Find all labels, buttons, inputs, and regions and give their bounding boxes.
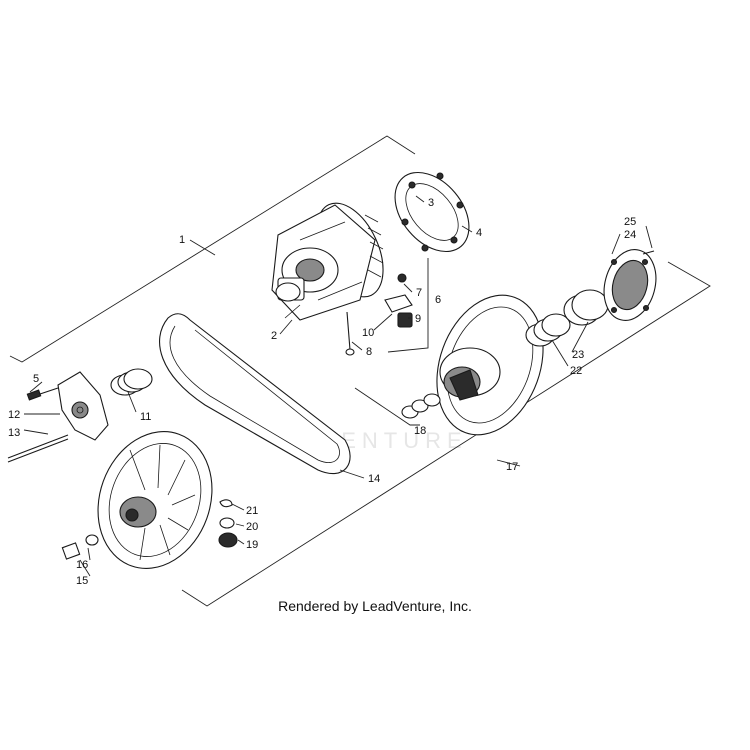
callout-1: 1 — [179, 234, 185, 246]
rendered-by-credit: Rendered by LeadVenture, Inc. — [278, 598, 472, 614]
callout-17: 17 — [506, 461, 518, 473]
callout-24: 24 — [624, 229, 636, 241]
driven-spring — [525, 313, 571, 347]
leader-lines — [23, 195, 653, 577]
callout-25: 25 — [624, 216, 636, 228]
callout-8: 8 — [366, 346, 372, 358]
callout-10: 10 — [362, 327, 374, 339]
callout-2: 2 — [271, 330, 277, 342]
bushing-washer-clip — [218, 499, 238, 548]
callout-11: 11 — [140, 411, 151, 423]
clutch-ring-teeth — [364, 214, 384, 278]
cover-plate — [394, 171, 470, 253]
callout-labels: 1 2 3 4 5 6 7 8 9 10 11 12 13 14 15 16 1… — [8, 197, 636, 587]
callout-7: 7 — [416, 287, 422, 299]
callout-6: 6 — [435, 294, 441, 306]
assembly-1-bracket — [9, 135, 416, 363]
callout-22: 22 — [570, 365, 582, 377]
spring — [110, 368, 153, 396]
washer-and-bolt — [61, 534, 99, 560]
moveable-sheave — [97, 431, 213, 569]
callout-14: 14 — [368, 473, 380, 485]
drive-belt — [159, 313, 351, 475]
spider-plate — [7, 371, 109, 463]
callout-12: 12 — [8, 409, 20, 421]
callout-15: 15 — [76, 575, 88, 587]
callout-19: 19 — [246, 539, 258, 551]
callout-20: 20 — [246, 521, 258, 533]
assembly-17-bracket — [181, 261, 711, 607]
callout-18: 18 — [414, 425, 426, 437]
callout-3: 3 — [428, 197, 434, 209]
callout-23: 23 — [572, 349, 584, 361]
drive-clutch-assembly — [271, 202, 384, 321]
callout-9: 9 — [415, 313, 421, 325]
roller-and-pin-parts — [345, 258, 429, 356]
callout-13: 13 — [8, 427, 20, 439]
callout-5: 5 — [33, 373, 39, 385]
callout-21: 21 — [246, 505, 258, 517]
callout-4: 4 — [476, 227, 482, 239]
spring-seat — [563, 289, 609, 326]
callout-16: 16 — [76, 559, 88, 571]
driven-clutch-hub — [439, 347, 501, 401]
shim-washers — [354, 387, 441, 426]
driven-cover-plate — [603, 249, 657, 321]
